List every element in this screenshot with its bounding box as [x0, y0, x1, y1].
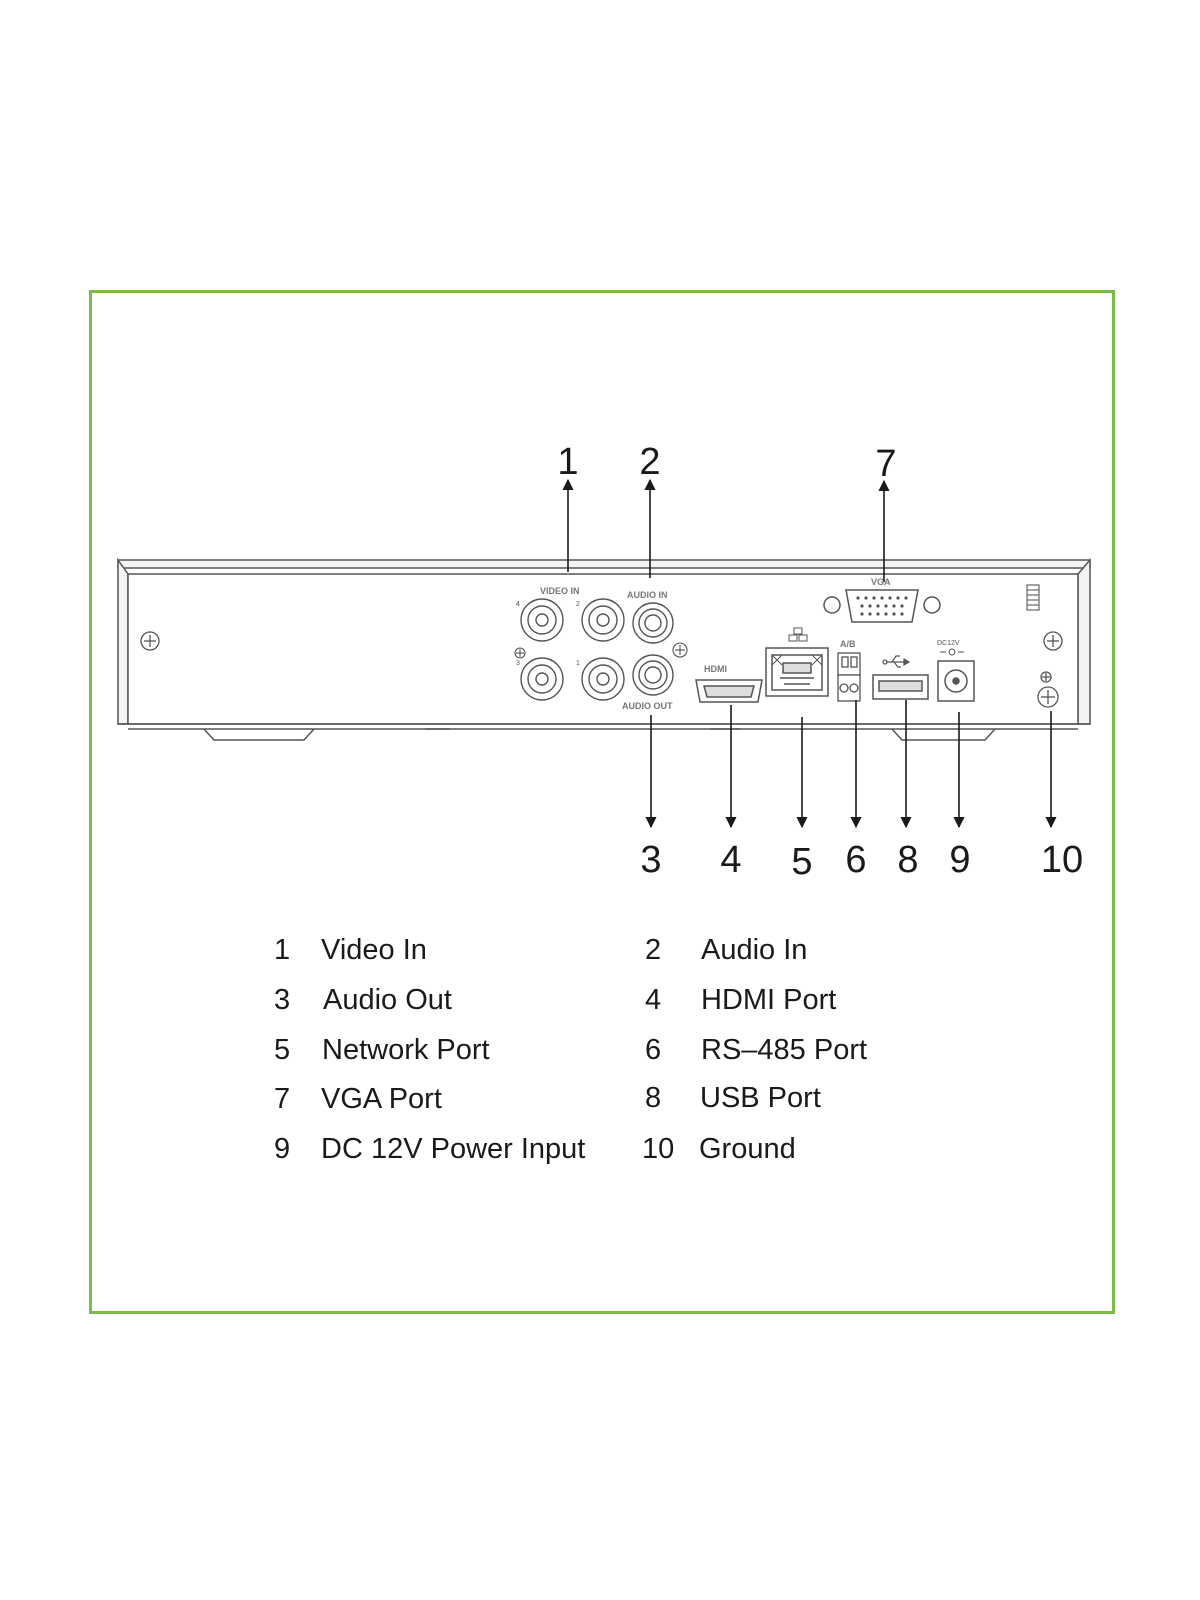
callout-number: 1	[557, 441, 578, 483]
network-port-icon	[765, 647, 829, 697]
callout-number: 3	[640, 839, 661, 881]
bnc-number: 1	[576, 660, 580, 667]
network-symbol-icon	[788, 627, 808, 642]
diagram-frame	[89, 290, 1115, 1314]
audio-in-rca-icon	[632, 602, 674, 644]
audio-in-panel-label: AUDIO IN	[627, 590, 668, 600]
usb-symbol-icon	[882, 655, 911, 668]
callout-number: 9	[949, 839, 970, 881]
callout-number: 7	[875, 443, 896, 485]
ground-symbol-icon	[672, 642, 688, 658]
vent-icon	[1026, 584, 1040, 611]
vga-port-icon	[823, 589, 941, 623]
device-chassis	[117, 557, 1091, 741]
screw-left-icon	[140, 631, 160, 651]
bnc-connector-icon	[520, 657, 564, 701]
callout-number: 8	[897, 839, 918, 881]
audio-out-panel-label: AUDIO OUT	[622, 701, 673, 711]
hdmi-port-icon	[695, 679, 763, 703]
callout-number: 4	[720, 839, 741, 881]
video-in-panel-label: VIDEO IN	[540, 586, 580, 596]
rs485-panel-label: A/B	[840, 639, 856, 649]
audio-out-rca-icon	[632, 654, 674, 696]
bnc-number: 4	[516, 601, 520, 608]
bnc-connector-icon	[520, 598, 564, 642]
callout-number: 5	[791, 841, 812, 883]
screw-right-icon	[1043, 631, 1063, 651]
rs485-terminal-icon	[837, 652, 861, 702]
dc-power-jack-icon	[937, 660, 975, 702]
bnc-connector-icon	[581, 598, 625, 642]
ground-symbol-icon	[514, 647, 526, 659]
callout-number: 10	[1041, 839, 1083, 881]
hdmi-panel-label: HDMI	[704, 664, 727, 674]
bnc-number: 3	[516, 660, 520, 667]
vga-panel-label: VGA	[871, 577, 891, 587]
video-in-bnc-group	[520, 598, 625, 701]
bnc-number: 2	[576, 601, 580, 608]
usb-port-icon	[872, 674, 929, 700]
callout-leader-lines	[562, 478, 1057, 829]
dc-panel-label: DC12V	[937, 640, 960, 647]
bnc-connector-icon	[581, 657, 625, 701]
callout-number: 2	[639, 441, 660, 483]
ground-terminal-icon	[1037, 671, 1059, 708]
dc-polarity-icon	[940, 648, 964, 656]
callout-number: 6	[845, 839, 866, 881]
